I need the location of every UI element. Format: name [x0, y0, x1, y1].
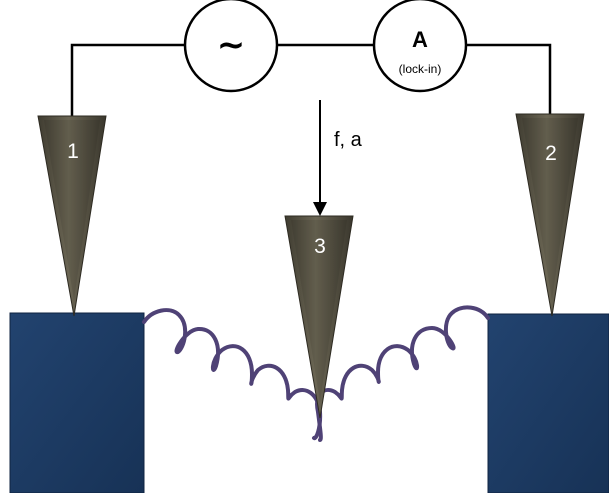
ammeter: A (lock-in)	[372, 0, 468, 93]
probe-1-highlight	[44, 120, 100, 300]
right-block	[487, 313, 609, 493]
spring-left	[142, 308, 323, 441]
spring-right	[315, 305, 490, 442]
probe-2-tip	[515, 113, 585, 317]
arrow-label: f, a	[334, 129, 363, 151]
ammeter-circle	[372, 0, 468, 93]
probe-3-highlight	[291, 220, 347, 402]
probe-1-label: 1	[67, 140, 79, 163]
probe-3: 3	[284, 215, 354, 419]
excitation-arrow: f, a	[313, 100, 363, 216]
probe-3-label: 3	[314, 235, 326, 258]
probe-1-tip	[37, 115, 107, 317]
probe-2: 2	[515, 113, 585, 317]
ac-source-symbol: ~	[217, 25, 246, 65]
probe-2-highlight	[522, 118, 578, 300]
probe-3-tip	[284, 215, 354, 419]
probe-1: 1	[37, 115, 107, 317]
probe-2-label: 2	[545, 142, 557, 165]
ac-source: ~	[183, 0, 279, 93]
ac-source-circle	[183, 0, 279, 93]
ammeter-letter: A	[412, 27, 428, 52]
wire-right	[466, 43, 552, 115]
circuit-wires	[70, 43, 552, 117]
left-block	[9, 312, 145, 493]
wire-left	[70, 43, 185, 117]
arrow-head	[313, 202, 327, 216]
ammeter-label: (lock-in)	[399, 62, 442, 76]
